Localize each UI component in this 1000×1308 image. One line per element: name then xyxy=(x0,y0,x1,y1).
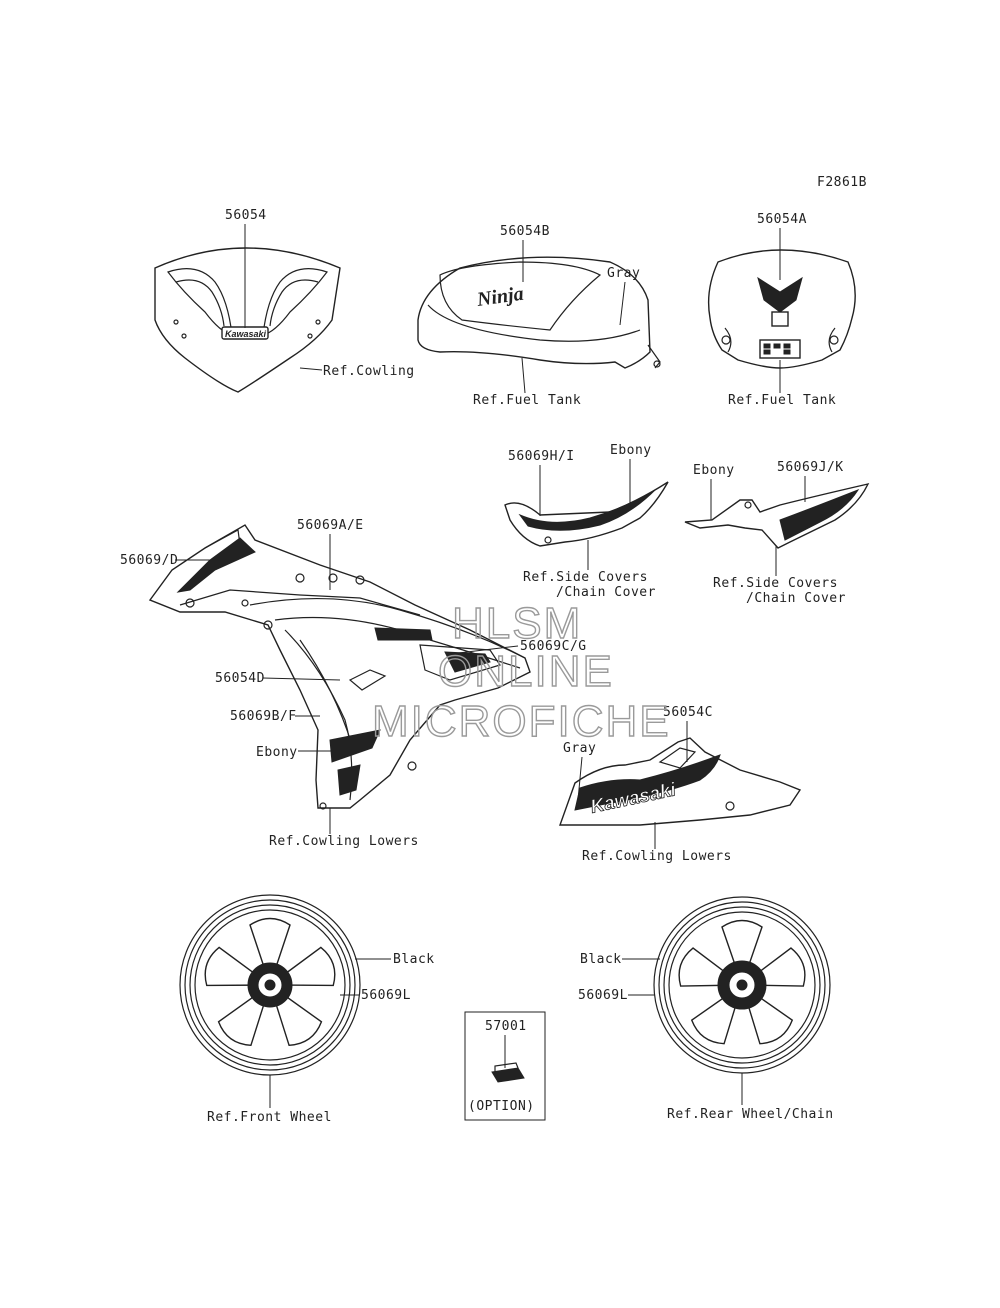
lower-color-label: Gray xyxy=(563,741,596,756)
front-wheel-drawing xyxy=(179,894,361,1076)
chain-cover-part-label: 56069J/K xyxy=(777,460,844,475)
front-view-drawing xyxy=(707,249,856,369)
cowl-color-label: Ebony xyxy=(256,745,298,760)
wheel-spoke xyxy=(249,917,291,988)
tank-color-label: Gray xyxy=(607,266,640,281)
watermark-line-1: HLSM xyxy=(452,599,582,648)
front-wheel-part-label: 56069L xyxy=(361,988,411,1003)
option-box xyxy=(464,1011,546,1121)
watermark-line-3: MICROFICHE xyxy=(372,697,671,746)
cowl-part-ae-label: 56069A/E xyxy=(297,518,364,533)
cowl-part-54d-label: 56054D xyxy=(215,671,265,686)
front-wheel-ref-label: Ref.Front Wheel xyxy=(207,1110,332,1125)
side-cover-drawing xyxy=(504,481,669,547)
main-cowling-drawing xyxy=(148,524,531,810)
cowl-ref-label: Ref.Cowling Lowers xyxy=(269,834,419,849)
rear-wheel-part-label: 56069L xyxy=(578,988,628,1003)
cowl-part-bf-label: 56069B/F xyxy=(230,709,297,724)
side-cover-ref-2: /Chain Cover xyxy=(556,585,656,600)
lower-cowl-drawing: Kawasaki xyxy=(559,737,802,826)
option-text: (OPTION) xyxy=(468,1099,535,1114)
cowl-part-d-label: 56069/D xyxy=(120,553,178,568)
cowl-part-cg-label: 56069C/G xyxy=(520,639,587,654)
windshield-ref-label: Ref.Cowling xyxy=(323,364,415,379)
rear-wheel-ref-label: Ref.Rear Wheel/Chain xyxy=(667,1107,834,1122)
watermark-line-2: ONLINE xyxy=(438,647,614,696)
windshield-drawing: Kawasaki xyxy=(154,247,341,393)
chain-cover-color-label: Ebony xyxy=(693,463,735,478)
side-cover-part-label: 56069H/I xyxy=(508,449,575,464)
windshield-part-label: 56054 xyxy=(225,208,267,223)
windshield-logo: Kawasaki xyxy=(225,329,267,339)
rear-wheel-drawing xyxy=(653,896,831,1074)
tank-ref-label: Ref.Fuel Tank xyxy=(473,393,581,408)
lower-part-label: 56054C xyxy=(663,705,713,720)
option-part-label: 57001 xyxy=(485,1019,527,1034)
chain-cover-drawing xyxy=(684,482,870,549)
tank-part-label: 56054B xyxy=(500,224,550,239)
figure-code: F2861B xyxy=(817,175,867,190)
chain-cover-ref-2: /Chain Cover xyxy=(746,591,846,606)
wheel-spoke xyxy=(721,919,763,988)
side-cover-color-label: Ebony xyxy=(610,443,652,458)
side-cover-ref-1: Ref.Side Covers xyxy=(523,570,648,585)
lower-ref-label: Ref.Cowling Lowers xyxy=(582,849,732,864)
front-ref-label: Ref.Fuel Tank xyxy=(728,393,836,408)
fuel-tank-drawing: Ninja xyxy=(417,256,661,369)
rear-wheel-color-label: Black xyxy=(580,952,622,967)
front-wheel-color-label: Black xyxy=(393,952,435,967)
chain-cover-ref-1: Ref.Side Covers xyxy=(713,576,838,591)
front-part-label: 56054A xyxy=(757,212,807,227)
